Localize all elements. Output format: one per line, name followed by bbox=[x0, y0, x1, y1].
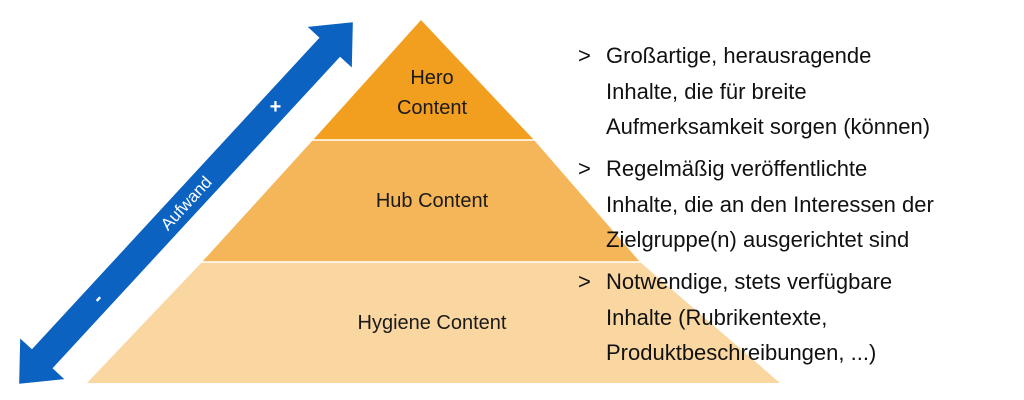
description-line: Großartige, herausragende bbox=[606, 43, 872, 68]
tier-hygiene bbox=[87, 262, 780, 383]
description-hub: > Regelmäßig veröffentlichte Inhalte, di… bbox=[578, 151, 934, 258]
double-arrow-icon bbox=[19, 22, 353, 384]
description-line: Inhalte, die an den Interessen der bbox=[606, 191, 934, 217]
tier-hub-label: Hub Content bbox=[376, 190, 489, 212]
tier-hero-label-2: Content bbox=[397, 97, 467, 119]
tier-hero-label-1: Hero bbox=[410, 67, 453, 89]
tier-hub bbox=[202, 140, 640, 262]
description-line: Regelmäßig veröffentlichte bbox=[606, 156, 868, 181]
description-line: Inhalte, die für breite bbox=[606, 78, 807, 104]
description-line: Aufmerksamkeit sorgen (können) bbox=[606, 114, 931, 139]
description-line: Zielgruppe(n) ausgerichtet sind bbox=[606, 227, 910, 252]
description-line: Inhalte (Rubrikentexte, bbox=[606, 304, 828, 330]
arrow-label: Aufwand bbox=[157, 173, 216, 235]
description-line: Notwendige, stets verfügbare bbox=[606, 269, 893, 294]
tier-hero bbox=[313, 20, 534, 140]
plus-sign: + bbox=[270, 96, 282, 118]
description-hero: > Großartige, herausragende Inhalte, die… bbox=[578, 38, 930, 145]
description-line: Produktbeschreibungen, ...) bbox=[606, 340, 877, 365]
bullet-marker: > bbox=[578, 156, 591, 181]
bullet-marker: > bbox=[578, 43, 591, 68]
bullet-marker: > bbox=[578, 269, 591, 294]
tier-hygiene-label: Hygiene Content bbox=[358, 312, 507, 334]
description-hygiene: > Notwendige, stets verfügbare Inhalte (… bbox=[578, 264, 892, 371]
